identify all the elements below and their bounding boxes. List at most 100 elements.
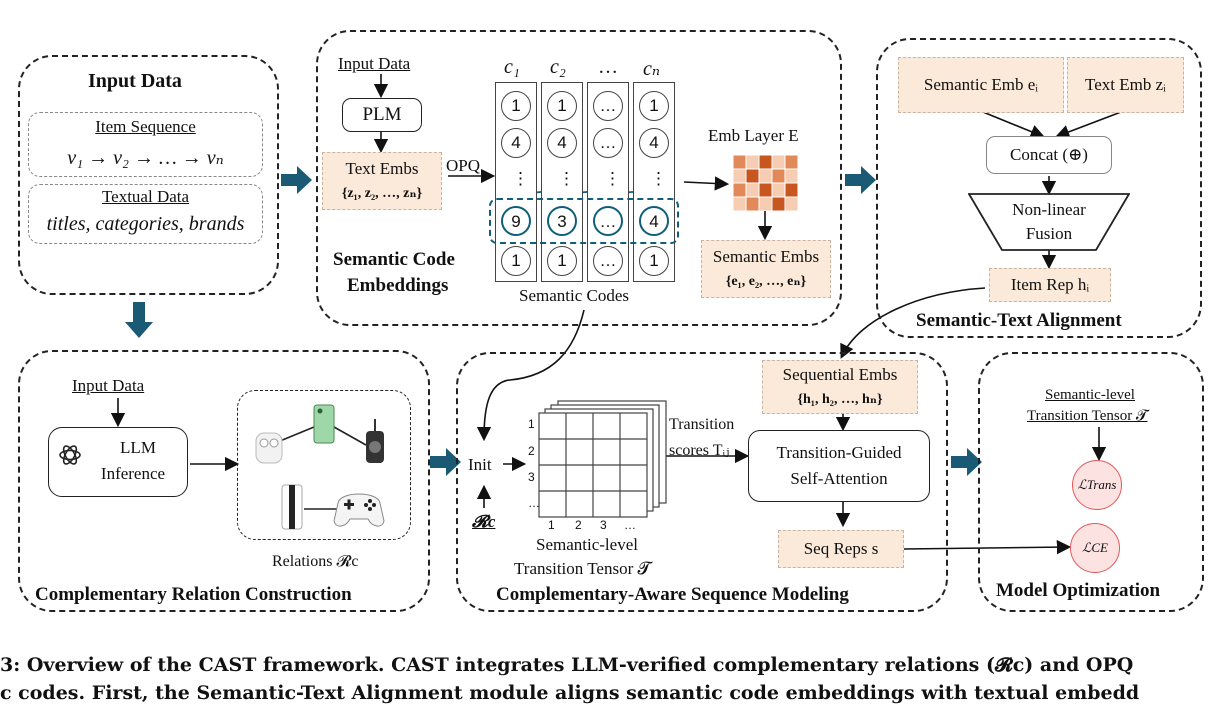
seq-tensor-label-2: Transition Tensor 𝓣 <box>514 559 651 578</box>
row-tick-2: 2 <box>528 444 535 458</box>
col-tick-1: 1 <box>548 518 555 532</box>
code-cell: … <box>593 91 623 121</box>
figure-caption-line-2: c codes. First, the Semantic-Text Alignm… <box>0 682 1140 704</box>
text-embs-set: {z₁, z₂, …, zₙ} <box>341 186 423 201</box>
concat-box: Concat (⊕) <box>986 136 1112 174</box>
product-relations-graph <box>255 404 385 530</box>
code-cell: 1 <box>501 91 531 121</box>
rel-input-label: Input Data <box>72 376 145 395</box>
sequence-title: Complementary-Aware Sequence Modeling <box>496 584 849 605</box>
semantic-code-panel <box>316 30 842 326</box>
scores-label-1: Transition <box>669 416 735 433</box>
transition-tensor-grid <box>538 400 667 518</box>
fusion-label-2: Fusion <box>1025 224 1073 243</box>
tga-label-2: Self-Attention <box>790 469 888 488</box>
code-cell: ⋮ <box>558 169 575 188</box>
llm-inference-box: LLM Inference <box>48 427 188 497</box>
semantic-code-title-1: Semantic Code <box>333 249 455 270</box>
item-sequence-formula: v₁ → v₂ → … → vₙ <box>67 147 224 169</box>
code-cell: 3 <box>547 206 577 236</box>
code-cell: 4 <box>501 128 531 158</box>
optimization-panel <box>978 352 1204 612</box>
code-cell: 9 <box>501 206 531 236</box>
earbuds-icon <box>255 432 283 464</box>
fusion-trapezoid <box>968 193 1130 251</box>
transition-attention-box: Transition-Guided Self-Attention <box>748 430 930 502</box>
semantic-codes-label: Semantic Codes <box>519 286 630 305</box>
item-rep-box: Item Rep hᵢ <box>989 268 1111 302</box>
textual-data-box: Textual Data titles, categories, brands <box>28 184 263 244</box>
llm-label-2: Inference <box>100 464 166 483</box>
plm-box: PLM <box>342 98 422 132</box>
code-cell: 1 <box>547 246 577 276</box>
row-tick-1: 1 <box>528 417 535 431</box>
loss-trans-node: ℒTrans <box>1072 460 1122 510</box>
semantic-embs-set: {e₁, e₂, …, eₙ} <box>725 274 807 289</box>
code-cell: 4 <box>639 128 669 158</box>
sequential-embs-box: Sequential Embs {h₁, h₂, …, hₙ} <box>762 360 918 414</box>
code-cell: 4 <box>547 128 577 158</box>
code-column-2: 1 4 ⋮ 3 1 <box>541 82 583 282</box>
init-label: Init <box>468 455 492 474</box>
emb-layer-heatmap <box>733 155 799 211</box>
opq-label: OPQ <box>446 156 481 175</box>
code-cell: 1 <box>639 91 669 121</box>
code-column-3: … … ⋮ … … <box>587 82 629 282</box>
llm-logo-icon <box>59 445 81 465</box>
seq-reps-box: Seq Reps s <box>778 530 904 568</box>
opt-tensor-label-1: Semantic-level <box>1045 387 1135 403</box>
scores-label-2: scores Tᵢⱼ <box>669 442 730 459</box>
code-cell: … <box>593 246 623 276</box>
col-tick-4: … <box>624 518 636 532</box>
sequential-embs-set: {h₁, h₂, …, hₙ} <box>797 392 883 407</box>
figure-caption-line-1: 3: Overview of the CAST framework. CAST … <box>0 654 1134 676</box>
semantic-embs-label: Semantic Embs <box>712 247 820 266</box>
row-tick-4: … <box>528 496 540 510</box>
text-emb-box: Text Emb zᵢ <box>1067 57 1184 113</box>
relations-label: Relations 𝓡c <box>272 553 359 570</box>
code-cell: 1 <box>547 91 577 121</box>
item-sequence-box: Item Sequence v₁ → v₂ → … → vₙ <box>28 112 263 177</box>
seq-tensor-label-1: Semantic-level <box>536 535 638 554</box>
col-header-n: cₙ <box>643 58 660 80</box>
relations-box <box>237 390 411 540</box>
code-cell: … <box>593 206 623 236</box>
input-data-panel <box>18 55 279 295</box>
code-cell: ⋮ <box>604 169 621 188</box>
llm-label-1: LLM <box>120 438 156 457</box>
code-column-n: 1 4 ⋮ 4 1 <box>633 82 675 282</box>
code-cell: ⋮ <box>650 169 667 188</box>
col-tick-3: 3 <box>600 518 607 532</box>
col-header-3: … <box>598 56 618 78</box>
row-tick-3: 3 <box>528 470 535 484</box>
text-embs-box: Text Embs {z₁, z₂, …, zₙ} <box>322 152 442 210</box>
alignment-title: Semantic-Text Alignment <box>916 310 1122 331</box>
code-cell: 1 <box>501 246 531 276</box>
item-sequence-label: Item Sequence <box>95 117 196 136</box>
game-console-icon <box>281 484 303 530</box>
col-header-1: c₁ <box>504 56 520 78</box>
teal-arrows <box>125 166 982 476</box>
magsafe-charger-icon <box>366 419 384 463</box>
col-header-2: c₂ <box>550 56 566 78</box>
relation-panel <box>18 350 430 612</box>
code-cell: 1 <box>639 246 669 276</box>
game-controller-icon <box>333 493 385 527</box>
sc-input-label: Input Data <box>338 54 411 73</box>
code-highlight-band <box>489 198 679 244</box>
col-tick-2: 2 <box>575 518 582 532</box>
textual-data-label: Textual Data <box>101 187 190 206</box>
sequential-embs-label: Sequential Embs <box>782 365 898 384</box>
tga-label-1: Transition-Guided <box>776 443 902 462</box>
emb-layer-label: Emb Layer E <box>708 126 799 145</box>
relation-title: Complementary Relation Construction <box>35 584 352 605</box>
rc-label: 𝓡c <box>472 512 496 531</box>
code-column-1: 1 4 ⋮ 9 1 <box>495 82 537 282</box>
text-embs-label: Text Embs <box>345 159 419 178</box>
code-cell: … <box>593 128 623 158</box>
phone-icon <box>313 404 335 444</box>
opt-tensor-label-2: Transition Tensor 𝓣 <box>1027 408 1148 424</box>
textual-data-content: titles, categories, brands <box>46 213 245 235</box>
sequence-panel <box>456 352 948 612</box>
fusion-label-1: Non-linear <box>1012 200 1086 219</box>
